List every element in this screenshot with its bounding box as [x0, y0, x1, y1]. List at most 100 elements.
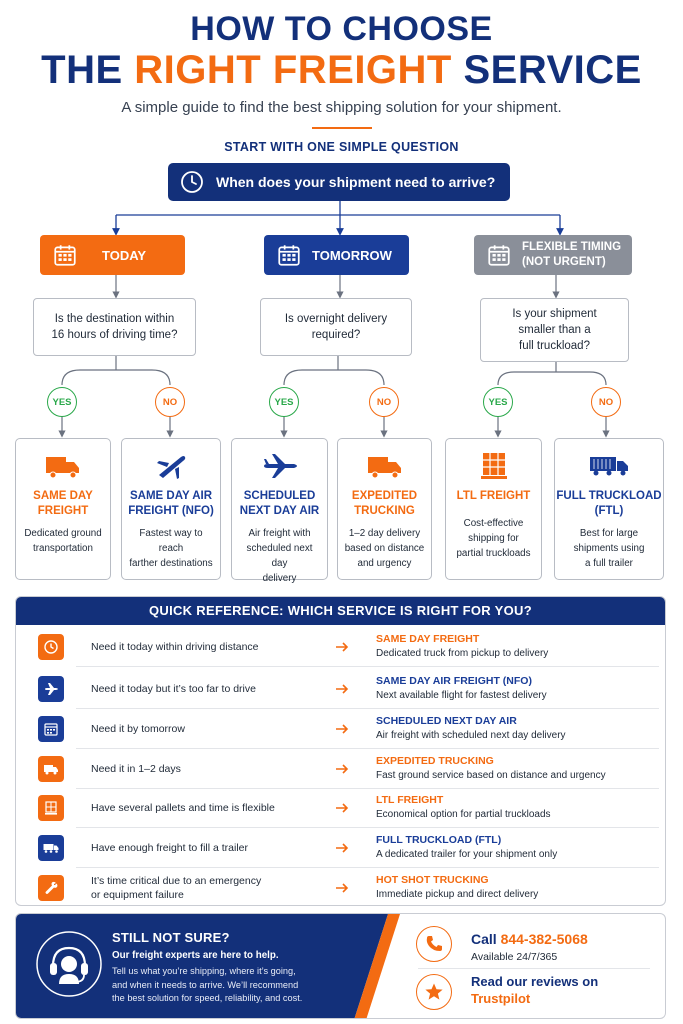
- start-label: START WITH ONE SIMPLE QUESTION: [224, 140, 459, 154]
- row-service: SCHEDULED NEXT DAY AIR: [376, 715, 517, 727]
- card-title-line: NEXT DAY AIR: [239, 505, 320, 517]
- card-title-line: EXPEDITED: [351, 490, 418, 502]
- truck-icon: [38, 756, 64, 782]
- airplane-icon: [263, 454, 297, 478]
- footer-subtitle: Our freight experts are here to help.: [112, 950, 279, 961]
- row-service: SAME DAY AIR FREIGHT (NFO): [376, 675, 532, 687]
- service-card-same-day-air: SAME DAY AIR FREIGHT (NFO) Fastest way to…: [121, 438, 221, 580]
- call-label: Call: [471, 931, 501, 947]
- card-title-line: SCHEDULED: [243, 490, 316, 502]
- card-desc-line: shipments using: [573, 543, 645, 554]
- row-need: Need it today but it’s too far to drive: [91, 683, 256, 695]
- row-need: Have enough freight to fill a trailer: [91, 842, 249, 854]
- trustpilot-link[interactable]: Trustpilot: [471, 991, 531, 1006]
- card-desc-line: partial truckloads: [456, 548, 531, 559]
- arrow-right-icon: [336, 642, 349, 652]
- card-desc-line: Best for large: [579, 528, 639, 539]
- card-desc-line: transportation: [33, 543, 93, 554]
- row-need-line: or equipment failure: [91, 889, 184, 901]
- arrow-right-icon: [336, 803, 349, 813]
- row-need: Need it in 1–2 days: [91, 763, 181, 775]
- footer-background: [16, 914, 400, 1018]
- question-line: required?: [311, 329, 361, 341]
- card-title-line: LTL FREIGHT: [456, 490, 531, 502]
- table-row: Need it today within driving distance SA…: [16, 627, 665, 667]
- question-line: Is the destination within: [54, 313, 175, 325]
- card-desc: 1–2 day delivery based on distance and urg…: [338, 526, 431, 571]
- page-subtitle: A simple guide to find the best shipping…: [121, 99, 562, 116]
- table-row: Have enough freight to fill a trailer FU…: [16, 828, 665, 868]
- footer-title: STILL NOT SURE?: [112, 930, 230, 945]
- category-today-label: TODAY: [102, 247, 147, 263]
- row-need: Have several pallets and time is flexibl…: [91, 802, 275, 814]
- footer-body-line: and when it needs to arrive. We’ll recom…: [112, 979, 299, 990]
- table-row: Need it in 1–2 days EXPEDITED TRUCKING F…: [16, 749, 665, 789]
- category-flexible-label: FLEXIBLE TIMING(NOT URGENT): [522, 240, 621, 270]
- page-title-line2: THE RIGHT FREIGHT SERVICE: [0, 48, 683, 93]
- row-desc: A dedicated trailer for your shipment on…: [376, 849, 558, 860]
- row-service: FULL TRUCKLOAD (FTL): [376, 834, 502, 846]
- service-card-full-truckload: FULL TRUCKLOAD (FTL) Best for large shipme…: [554, 438, 664, 580]
- card-desc-line: 1–2 day delivery: [348, 528, 421, 539]
- card-title: SAME DAY AIR FREIGHT (NFO): [122, 489, 220, 519]
- card-desc-line: delivery: [262, 573, 297, 584]
- category-today: TODAY: [40, 235, 185, 275]
- star-icon: [416, 974, 452, 1010]
- call-link[interactable]: Call 844-382-5068: [471, 931, 588, 947]
- card-title-line: SAME DAY AIR: [129, 490, 212, 502]
- card-title-line: FULL TRUCKLOAD: [556, 490, 662, 502]
- phone-icon[interactable]: [416, 926, 452, 962]
- semi-truck-icon: [38, 835, 64, 861]
- row-service: SAME DAY FREIGHT: [376, 633, 480, 645]
- arrow-right-icon: [336, 684, 349, 694]
- question-line: Is your shipment: [512, 308, 597, 320]
- row-desc: Dedicated truck from pickup to delivery: [376, 648, 549, 659]
- arrow-right-icon: [336, 843, 349, 853]
- title-highlight: RIGHT FREIGHT: [134, 48, 452, 92]
- footer-body: Tell us what you’re shipping, where it’s…: [112, 965, 372, 1006]
- airplane-icon: [38, 676, 64, 702]
- page-title-line1: HOW TO CHOOSE: [190, 10, 493, 48]
- card-title: SCHEDULED NEXT DAY AIR: [232, 489, 327, 519]
- card-title-line: FREIGHT: [37, 505, 89, 517]
- card-desc-line: farther destinations: [129, 558, 213, 569]
- table-row: Have several pallets and time is flexibl…: [16, 788, 665, 828]
- pallet-icon: [38, 795, 64, 821]
- calendar-icon: [278, 245, 300, 266]
- answer-no-badge: NO: [155, 387, 185, 417]
- quick-reference-heading: QUICK REFERENCE: WHICH SERVICE IS RIGHT …: [16, 597, 665, 625]
- wrench-icon: [38, 875, 64, 901]
- row-need: Need it by tomorrow: [91, 723, 185, 735]
- category-flexible-line1: FLEXIBLE TIMING: [522, 241, 622, 253]
- footer-cta: STILL NOT SURE? Our freight experts are …: [15, 913, 666, 1019]
- card-desc-line: based on distance: [344, 543, 425, 554]
- table-row: Need it today but it’s too far to drive …: [16, 669, 665, 709]
- title-part-c: SERVICE: [451, 48, 642, 92]
- clock-icon: [181, 171, 203, 193]
- card-title-line: (FTL): [594, 505, 624, 517]
- answer-yes-badge: YES: [269, 387, 299, 417]
- arrow-right-icon: [336, 724, 349, 734]
- card-desc-line: Dedicated ground: [24, 528, 102, 539]
- title-divider: [312, 127, 372, 129]
- row-service: LTL FREIGHT: [376, 794, 444, 806]
- card-desc-line: scheduled next day: [246, 543, 313, 569]
- card-title-line: FREIGHT (NFO): [128, 505, 214, 517]
- question-overnight: Is overnight delivery required?: [260, 298, 412, 356]
- row-service: EXPEDITED TRUCKING: [376, 755, 494, 767]
- airplane-icon: [157, 456, 186, 479]
- question-line: Is overnight delivery: [284, 313, 388, 325]
- card-desc-line: and urgency: [357, 558, 412, 569]
- phone-number[interactable]: 844-382-5068: [500, 931, 588, 947]
